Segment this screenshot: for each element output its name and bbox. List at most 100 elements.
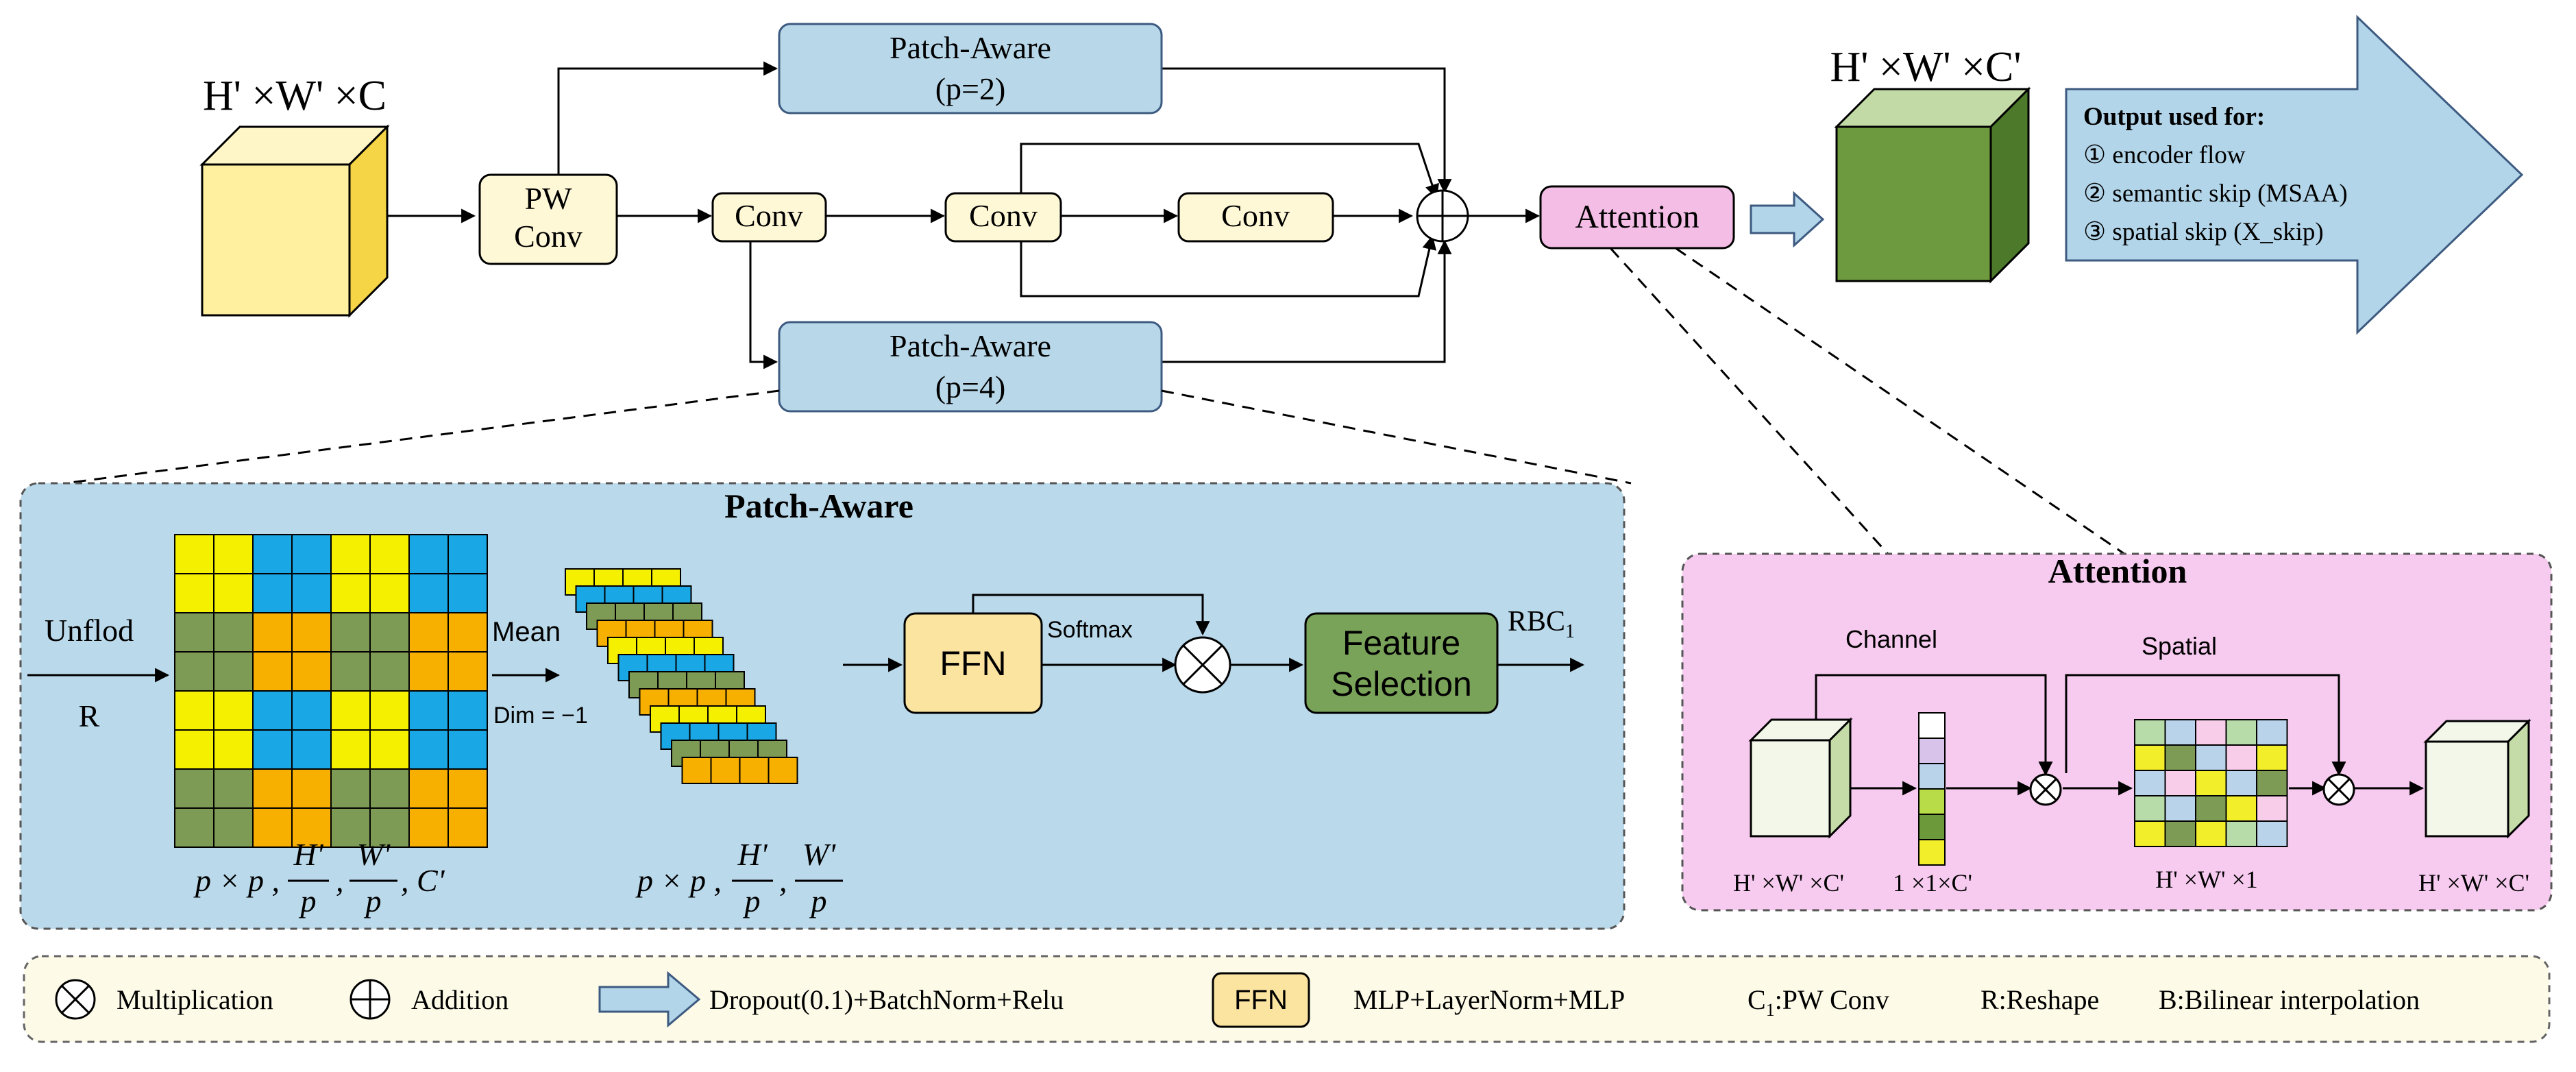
patch-grid-cell	[369, 534, 410, 574]
legend-dropout: Dropout(0.1)+BatchNorm+Relu	[598, 971, 1064, 1028]
patch-grid-cell	[447, 573, 488, 613]
patch-grid-cell	[369, 573, 410, 613]
attention-dims-in: H' ×W' ×C'	[1733, 869, 1844, 897]
patch-grid-cell	[369, 768, 410, 809]
patch-grid-cell	[447, 807, 488, 848]
patch-grid-cell	[252, 729, 293, 770]
attention-panel	[1681, 552, 2553, 912]
spatial-map-cell	[2134, 770, 2166, 796]
legend-multiplication-label: Multiplication	[116, 984, 273, 1015]
formula2-prefix: p × p ,	[635, 863, 722, 898]
legend-ffn: FFN MLP+LayerNorm+MLP	[1212, 972, 1625, 1028]
ffn-label: FFN	[940, 644, 1006, 683]
patch-grid-cell	[252, 807, 293, 848]
patch-aware-p4-label-1: Patch-Aware	[890, 328, 1051, 363]
formula1-h-num: H'	[293, 837, 323, 872]
patch-grid-cell	[213, 729, 254, 770]
channel-attention-vector	[1918, 712, 1946, 866]
legend-bilinear-label: B:Bilinear interpolation	[2159, 984, 2420, 1015]
attention-dims-out: H' ×W' ×C'	[2418, 869, 2529, 897]
patch-grid-cell	[330, 768, 371, 809]
conv-box-3	[1177, 192, 1334, 243]
patch-grid-cell	[330, 729, 371, 770]
patch-grid-cell	[408, 690, 449, 731]
feature-selection-block: Feature Selection	[1304, 612, 1499, 714]
spatial-map-cell	[2134, 744, 2166, 771]
patch-grid-cell	[213, 534, 254, 574]
patch-grid-cell	[408, 729, 449, 770]
legend-ffn-box-label: FFN	[1234, 985, 1288, 1015]
legend-addition: Addition	[349, 979, 508, 1020]
channel-vector-cell	[1918, 738, 1946, 764]
channel-vector-cell	[1918, 814, 1946, 840]
ffn-block: FFN	[903, 612, 1043, 714]
patch-grid-cell	[252, 651, 293, 692]
patch-grid-cell	[174, 690, 214, 731]
conv-block-3: Conv	[1177, 192, 1334, 243]
patch-grid-cell	[213, 573, 254, 613]
output-usage-item-3: ③ spatial skip (X_skip)	[2083, 218, 2324, 246]
patch-grid-cell	[369, 651, 410, 692]
formula1-w-num: W'	[357, 837, 391, 872]
attention-box	[1539, 185, 1735, 249]
multiply-icon	[55, 979, 96, 1020]
channel-vector-cell	[1918, 712, 1946, 739]
mean-strip-cell	[739, 757, 770, 784]
patch-grid-cell	[330, 807, 371, 848]
patch-aware-p2-box	[778, 23, 1163, 114]
patch-grid-cell	[291, 768, 332, 809]
legend-ffn-box	[1212, 972, 1310, 1028]
legend-c1-label: C1:PW Conv	[1747, 984, 1889, 1020]
channel-vector-cell	[1918, 839, 1946, 866]
patch-grid-cell	[291, 534, 332, 574]
svg-text:,: ,	[336, 863, 344, 898]
spatial-map-cell	[2195, 770, 2227, 796]
legend-reshape-label: R:Reshape	[1980, 984, 2099, 1015]
mean-strip-cell	[710, 757, 741, 784]
legend-arrow-icon	[598, 971, 701, 1028]
patch-grid-cell	[291, 807, 332, 848]
spatial-map-cell	[2164, 795, 2196, 822]
patch-multiply-node	[1174, 636, 1231, 694]
spatial-map-cell	[2195, 744, 2227, 771]
attention-label: Attention	[1575, 199, 1699, 235]
patch-grid-cell	[369, 690, 410, 731]
patch-grid-cell	[447, 729, 488, 770]
attention-dims-map: H' ×W' ×1	[2155, 866, 2258, 893]
patch-grid-cell	[291, 729, 332, 770]
patch-grid-cell	[330, 690, 371, 731]
spatial-map-cell	[2195, 795, 2227, 822]
spatial-map-cell	[2256, 770, 2288, 796]
output-usage-item-1: ① encoder flow	[2083, 141, 2246, 169]
rbc-subscript: 1	[1565, 621, 1575, 642]
spatial-map-cell	[2225, 744, 2257, 771]
conv-box-2	[944, 192, 1062, 243]
output-usage-item-2: ② semantic skip (MSAA)	[2083, 180, 2348, 208]
conv-block-1: Conv	[711, 192, 827, 243]
patch-grid-cell	[213, 768, 254, 809]
patch-grid-cell	[291, 612, 332, 653]
legend-c1-desc: :PW Conv	[1775, 984, 1889, 1015]
attention-panel-title: Attention	[2048, 552, 2187, 590]
svg-text:,: ,	[779, 863, 787, 898]
patch-grid-cell	[408, 807, 449, 848]
rbc-label: RBC1	[1508, 606, 1575, 642]
legend-c1-main: C	[1747, 984, 1766, 1015]
legend-c1-sub: 1	[1766, 1000, 1775, 1020]
patch-grid-cell	[291, 690, 332, 731]
output-cube-front	[1835, 125, 1992, 282]
patch-aware-p4-block: Patch-Aware (p=4)	[778, 321, 1163, 413]
strip-shape-formula: p × p , H' p , W' p	[635, 837, 843, 918]
softmax-label: Softmax	[1047, 617, 1133, 643]
input-cube-front	[201, 163, 351, 317]
patch-grid-cell	[213, 651, 254, 692]
legend-addition-label: Addition	[411, 984, 508, 1015]
patch-aware-p4-box	[778, 321, 1163, 413]
input-feature-cube	[199, 124, 390, 318]
input-dims-label: H' ×W' ×C	[203, 73, 387, 119]
patch-grid-cell	[291, 573, 332, 613]
channel-multiply-node	[2029, 773, 2062, 806]
pw-conv-box	[478, 173, 618, 265]
patch-grid-cell	[174, 651, 214, 692]
channel-vector-cell	[1918, 763, 1946, 790]
